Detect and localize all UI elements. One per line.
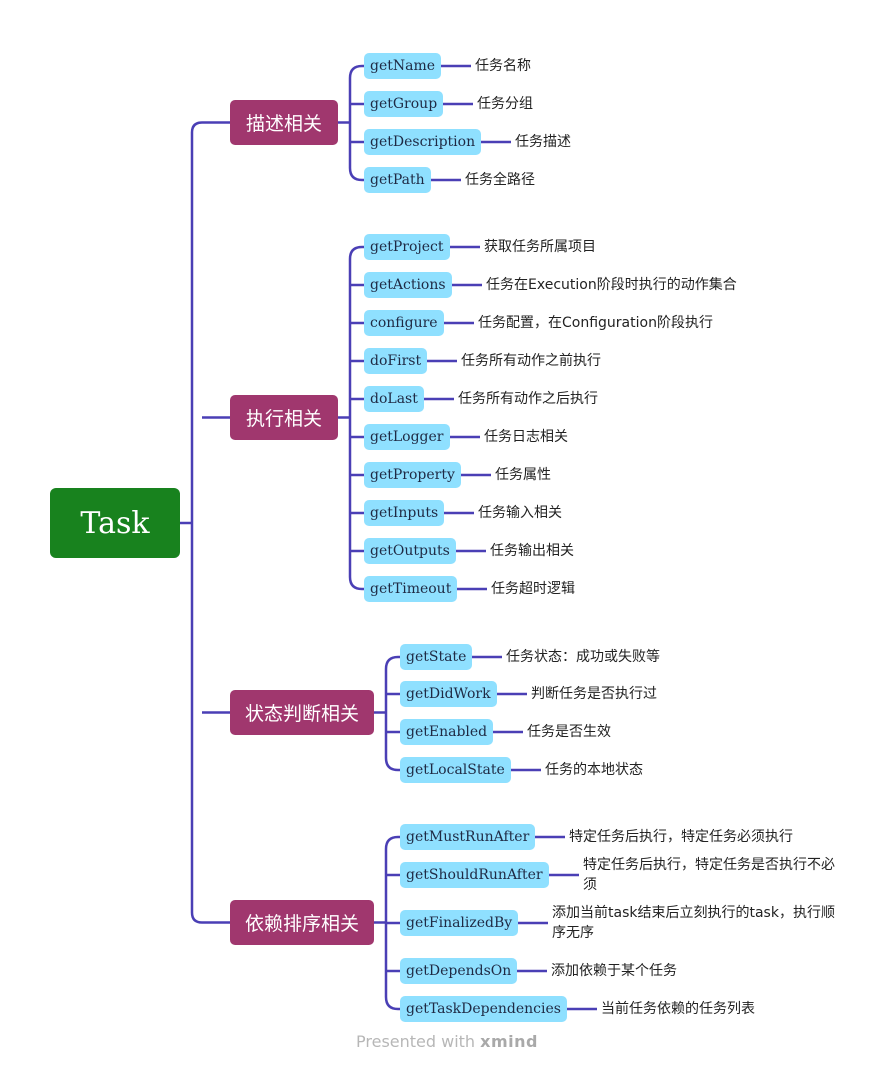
connector-line — [190, 121, 203, 924]
footer-watermark: Presented with xmind — [0, 1032, 894, 1051]
group-node[interactable]: 依赖排序相关 — [230, 900, 374, 945]
method-node[interactable]: getProperty — [364, 462, 461, 488]
method-description: 任务输入相关 — [478, 505, 562, 521]
method-description: 当前任务依赖的任务列表 — [601, 1001, 755, 1017]
method-node[interactable]: configure — [364, 310, 444, 336]
method-node[interactable]: getEnabled — [400, 719, 494, 745]
group-node[interactable]: 描述相关 — [230, 100, 338, 145]
method-description: 特定任务后执行，特定任务必须执行 — [569, 829, 793, 845]
method-description: 任务全路径 — [465, 172, 535, 188]
method-node[interactable]: getInputs — [364, 500, 445, 526]
method-node[interactable]: getDescription — [364, 129, 482, 155]
method-node[interactable]: getActions — [364, 272, 452, 298]
method-description: 任务输出相关 — [490, 543, 574, 559]
method-description: 任务分组 — [477, 96, 533, 112]
method-description: 任务属性 — [495, 467, 551, 483]
method-node[interactable]: getState — [400, 644, 473, 670]
method-node[interactable]: getLocalState — [400, 757, 511, 783]
method-description: 添加依赖于某个任务 — [551, 963, 677, 979]
method-description: 任务超时逻辑 — [491, 581, 575, 597]
method-description: 获取任务所属项目 — [484, 239, 596, 255]
method-node[interactable]: getName — [364, 53, 442, 79]
method-node[interactable]: getMustRunAfter — [400, 824, 536, 850]
connector-line — [348, 64, 363, 182]
method-description: 任务所有动作之前执行 — [461, 353, 601, 369]
method-description: 任务描述 — [515, 134, 571, 150]
method-node[interactable]: doLast — [364, 386, 424, 412]
method-node[interactable]: getLogger — [364, 424, 450, 450]
method-description: 任务在Execution阶段时执行的动作集合 — [486, 277, 737, 293]
method-description: 任务日志相关 — [484, 429, 568, 445]
method-node[interactable]: getPath — [364, 167, 431, 193]
footer-prefix: Presented with — [356, 1032, 476, 1051]
method-description: 判断任务是否执行过 — [531, 686, 657, 702]
method-node[interactable]: getTaskDependencies — [400, 996, 567, 1022]
method-description: 任务是否生效 — [527, 724, 611, 740]
method-description: 任务配置，在Configuration阶段执行 — [478, 315, 713, 331]
connector-line — [348, 245, 363, 591]
footer-brand: xmind — [480, 1032, 538, 1051]
method-node[interactable]: getTimeout — [364, 576, 458, 602]
group-node[interactable]: 状态判断相关 — [230, 690, 374, 735]
method-description: 任务名称 — [475, 58, 531, 74]
method-description: 添加当前task结束后立刻执行的task，执行顺序无序 — [552, 905, 835, 941]
group-node[interactable]: 执行相关 — [230, 395, 338, 440]
method-description: 任务的本地状态 — [545, 762, 643, 778]
root-node-task[interactable]: Task — [50, 488, 180, 558]
method-node[interactable]: getOutputs — [364, 538, 456, 564]
method-node[interactable]: doFirst — [364, 348, 428, 374]
method-node[interactable]: getFinalizedBy — [400, 910, 519, 936]
connector-line — [384, 655, 399, 772]
method-description: 任务所有动作之后执行 — [458, 391, 598, 407]
method-node[interactable]: getGroup — [364, 91, 444, 117]
method-node[interactable]: getShouldRunAfter — [400, 862, 549, 888]
method-description: 任务状态：成功或失败等 — [506, 649, 660, 665]
method-node[interactable]: getProject — [364, 234, 450, 260]
method-node[interactable]: getDidWork — [400, 681, 497, 707]
method-description: 特定任务后执行，特定任务是否执行不必须 — [583, 857, 835, 893]
method-node[interactable]: getDependsOn — [400, 958, 518, 984]
